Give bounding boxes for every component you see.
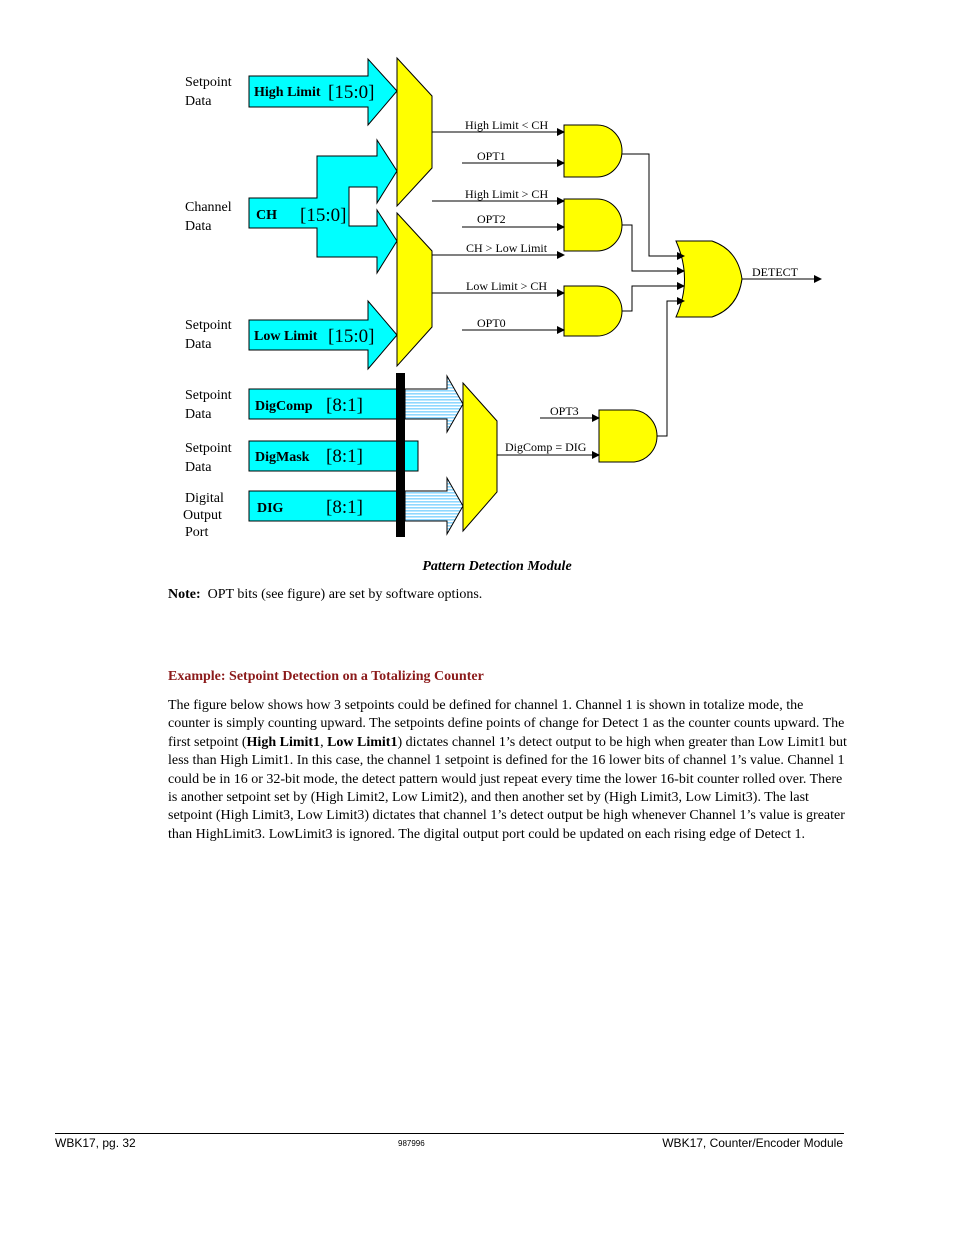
ch-side-label: Channel Data xyxy=(185,200,232,234)
svg-text:Channel: Channel xyxy=(185,200,232,215)
svg-text:CH: CH xyxy=(256,208,277,223)
example-bold-low-limit: Low Limit1 xyxy=(327,734,398,750)
example-paragraph: The figure below shows how 3 setpoints c… xyxy=(168,697,848,844)
high-limit-input-label: High Limit [15:0] xyxy=(254,82,374,103)
digcomp-input-label: DigComp [8:1] xyxy=(255,395,363,416)
footer-rule xyxy=(55,1133,844,1134)
mask-bar xyxy=(396,373,405,537)
svg-text:Setpoint: Setpoint xyxy=(185,388,232,403)
digcomp-side-label: Setpoint Data xyxy=(185,388,232,422)
svg-text:[15:0]: [15:0] xyxy=(328,326,374,347)
svg-text:Setpoint: Setpoint xyxy=(185,441,232,456)
svg-text:[15:0]: [15:0] xyxy=(328,82,374,103)
opt0-label: OPT0 xyxy=(477,316,506,330)
hl-gt-ch-label: High Limit > CH xyxy=(465,187,548,201)
svg-text:[15:0]: [15:0] xyxy=(300,205,346,226)
comparator-lower xyxy=(396,211,433,368)
and-gate-4 xyxy=(598,409,658,463)
svg-text:[8:1]: [8:1] xyxy=(326,497,363,518)
ch-bus-arrow xyxy=(248,138,398,275)
svg-text:Low Limit: Low Limit xyxy=(254,329,318,344)
svg-text:High Limit: High Limit xyxy=(254,85,321,100)
svg-text:Setpoint: Setpoint xyxy=(185,318,232,333)
opt3-label: OPT3 xyxy=(550,404,579,418)
example-bold-high-limit: High Limit1 xyxy=(246,734,321,750)
ch-gt-ll-label: CH > Low Limit xyxy=(466,241,548,255)
svg-text:Data: Data xyxy=(185,219,212,234)
digcomp-eq-dig-label: DigComp = DIG xyxy=(505,440,587,454)
svg-text:Digital: Digital xyxy=(185,491,224,506)
opt1-label: OPT1 xyxy=(477,149,506,163)
low-limit-input-label: Low Limit [15:0] xyxy=(254,326,374,347)
digital-comparator xyxy=(462,381,498,533)
example-text-c: ) dictates channel 1’s detect output to … xyxy=(168,734,847,842)
digcomp-bus-arrow xyxy=(404,374,464,434)
low-limit-side-label: Setpoint Data xyxy=(185,318,232,352)
dig-input-label: DIG [8:1] xyxy=(257,497,363,518)
dig-side-label: Digital Output Port xyxy=(183,491,224,540)
example-text-b: , xyxy=(320,734,328,750)
svg-text:Data: Data xyxy=(185,337,212,352)
svg-text:Data: Data xyxy=(185,407,212,422)
digmask-side-label: Setpoint Data xyxy=(185,441,232,475)
svg-text:Data: Data xyxy=(185,94,212,109)
ch-input-label: CH [15:0] xyxy=(256,205,346,226)
svg-text:DigComp: DigComp xyxy=(255,399,313,414)
footer-doc-number: 987996 xyxy=(398,1139,425,1148)
example-heading: Example: Setpoint Detection on a Totaliz… xyxy=(168,669,484,684)
svg-text:Setpoint: Setpoint xyxy=(185,75,232,90)
and-gate-3 xyxy=(563,285,623,337)
figure-caption: Pattern Detection Module xyxy=(422,559,572,574)
digmask-input-label: DigMask [8:1] xyxy=(255,446,363,467)
pattern-detection-diagram: Setpoint Data Channel Data Setpoint Data… xyxy=(183,56,822,540)
svg-text:DIG: DIG xyxy=(257,501,284,516)
detect-label: DETECT xyxy=(752,265,799,279)
note-text: OPT bits (see figure) are set by softwar… xyxy=(207,587,483,602)
and-gate-1 xyxy=(563,124,623,178)
hl-lt-ch-label: High Limit < CH xyxy=(465,118,548,132)
digcomp-box xyxy=(248,388,398,420)
note-label: Note: xyxy=(168,587,201,602)
dig-box xyxy=(248,490,398,522)
ll-gt-ch-label: Low Limit > CH xyxy=(466,279,547,293)
svg-text:Data: Data xyxy=(185,460,212,475)
high-limit-side-label: Setpoint Data xyxy=(185,75,232,109)
or-gate xyxy=(675,240,743,318)
dig-bus-arrow xyxy=(404,476,464,536)
comparator-upper xyxy=(396,56,433,208)
svg-text:[8:1]: [8:1] xyxy=(326,446,363,467)
svg-text:[8:1]: [8:1] xyxy=(326,395,363,416)
svg-text:Output: Output xyxy=(183,508,222,523)
note: Note: OPT bits (see figure) are set by s… xyxy=(168,587,482,603)
example-text-a: The figure below shows how 3 setpoints c… xyxy=(168,698,845,750)
footer-page: WBK17, pg. 32 xyxy=(55,1136,136,1150)
opt2-label: OPT2 xyxy=(477,212,506,226)
and-gate-2 xyxy=(563,198,623,252)
low-limit-arrow xyxy=(248,299,398,371)
svg-text:Port: Port xyxy=(185,525,208,540)
high-limit-arrow xyxy=(248,57,398,127)
digmask-box xyxy=(248,440,419,472)
footer-title: WBK17, Counter/Encoder Module xyxy=(662,1136,843,1150)
svg-text:DigMask: DigMask xyxy=(255,450,310,465)
